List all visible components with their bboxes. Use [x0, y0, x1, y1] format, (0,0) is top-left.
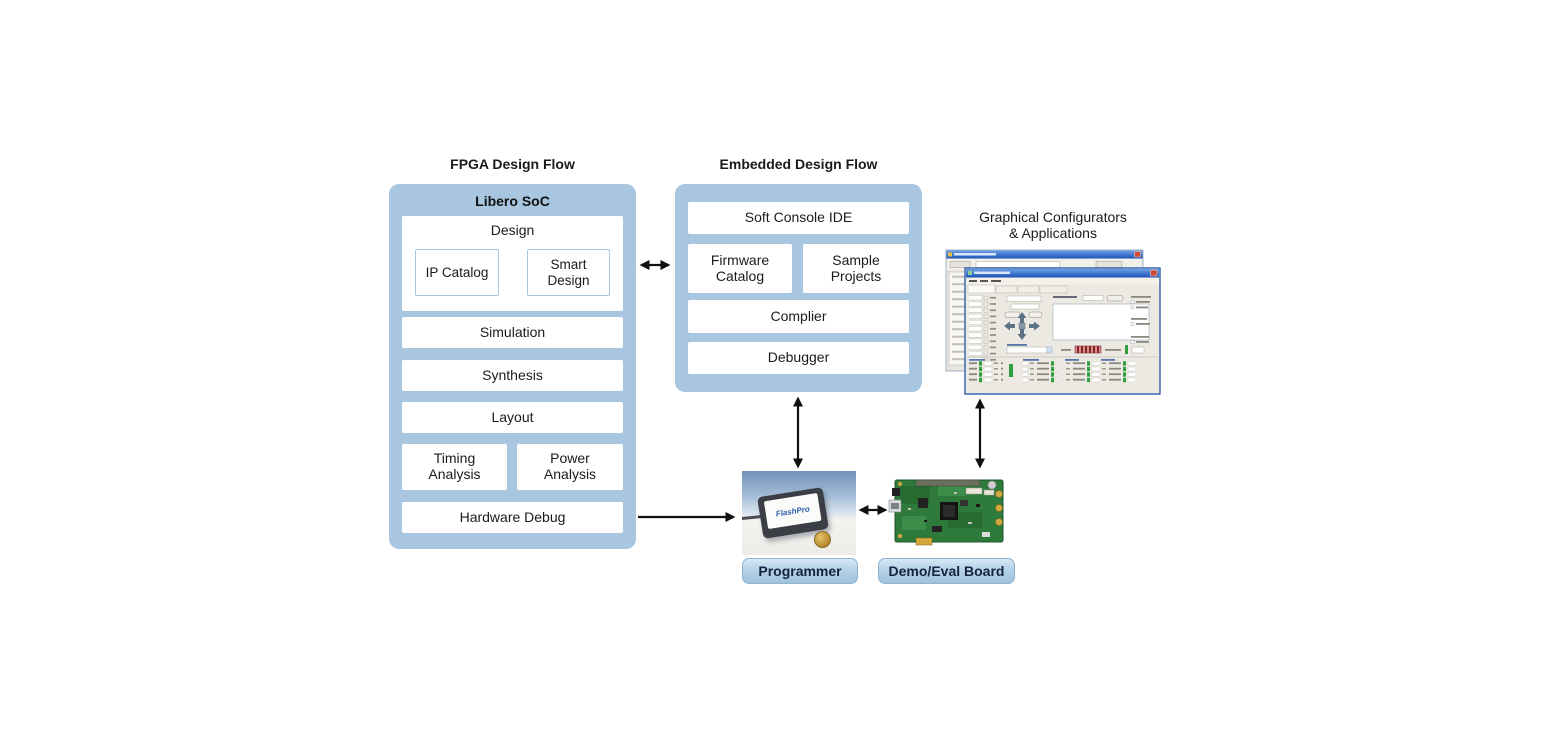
simulation-box: Simulation	[402, 317, 623, 348]
timing-analysis-label: Timing Analysis	[428, 450, 481, 482]
graphical-configurators-caption: Graphical Configurators & Applications	[943, 209, 1163, 241]
programmer-badge: Programmer	[742, 558, 858, 584]
demo-eval-board-photo	[888, 472, 1008, 550]
ip-catalog-box: IP Catalog	[415, 249, 499, 296]
power-analysis-box: Power Analysis	[517, 444, 623, 490]
firmware-catalog-box: Firmware Catalog	[688, 244, 792, 293]
timing-analysis-box: Timing Analysis	[402, 444, 507, 490]
pcb-art	[888, 479, 1004, 546]
configurator-screenshots	[940, 248, 1165, 396]
libero-soc-header: Libero SoC	[475, 193, 550, 209]
debugger-box: Debugger	[688, 342, 909, 374]
synthesis-box: Synthesis	[402, 360, 623, 391]
design-label: Design	[490, 222, 535, 238]
programmer-photo: FlashPro	[742, 471, 856, 555]
navigation-cross-icon	[1004, 312, 1040, 340]
demo-eval-board-badge: Demo/Eval Board	[878, 558, 1015, 584]
smart-design-box: Smart Design	[527, 249, 610, 296]
flashpro-device-label: FlashPro	[763, 492, 822, 530]
embedded-panel: Soft Console IDE Firmware Catalog Sample…	[675, 184, 922, 392]
layout-box: Layout	[402, 402, 623, 433]
sample-projects-label: Sample Projects	[830, 251, 882, 284]
fpga-flow-title: FPGA Design Flow	[450, 156, 575, 172]
hardware-debug-box: Hardware Debug	[402, 502, 623, 533]
fpga-panel: Libero SoC Design IP Catalog Smart Desig…	[389, 184, 636, 549]
graphical-configurators-line2: & Applications	[1009, 225, 1097, 241]
compiler-box: Complier	[688, 300, 909, 333]
configurator-windows-art	[945, 249, 1161, 395]
smart-design-label: Smart Design	[547, 257, 590, 288]
power-analysis-label: Power Analysis	[543, 450, 597, 482]
design-group-box: Design IP Catalog Smart Design	[402, 216, 623, 311]
soft-console-ide-box: Soft Console IDE	[688, 202, 909, 234]
configurator-window-front	[964, 267, 1161, 395]
coin	[814, 531, 831, 548]
ip-catalog-label: IP Catalog	[425, 264, 489, 280]
graphical-configurators-line1: Graphical Configurators	[979, 209, 1127, 225]
firmware-catalog-label: Firmware Catalog	[710, 251, 770, 284]
sample-projects-box: Sample Projects	[803, 244, 909, 293]
embedded-flow-title: Embedded Design Flow	[719, 156, 878, 172]
